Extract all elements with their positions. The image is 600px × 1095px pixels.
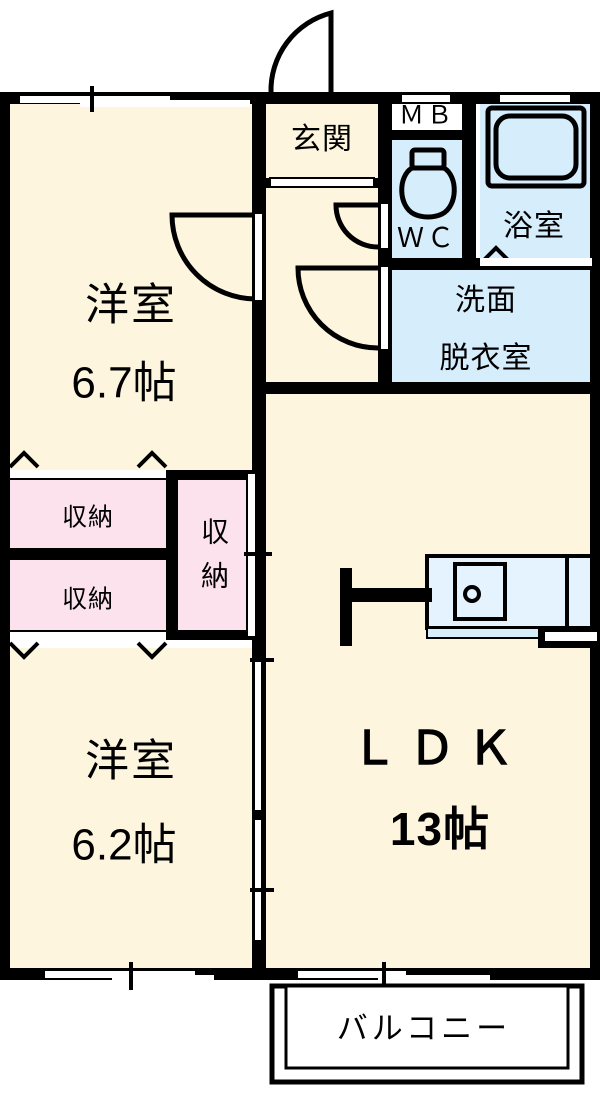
- windows: [20, 86, 570, 992]
- closet-upper-name: 収納: [62, 504, 114, 532]
- closet-vertical-fill: [178, 478, 252, 632]
- door-jambs: [253, 177, 390, 351]
- wall-mb-bottom: [378, 130, 468, 140]
- closet-vertical-slider-a: [248, 474, 255, 554]
- closet-bottom-strip: [10, 632, 166, 640]
- kitchen-unit: [340, 554, 597, 648]
- entrance-fill: [268, 98, 380, 178]
- window-bedroom-bottom-b: [112, 975, 214, 982]
- closet-vertical-char1: 収: [201, 516, 231, 547]
- wall-closet-divider: [166, 470, 178, 640]
- entrance-name: 玄関: [291, 123, 353, 156]
- washroom-name-line1: 洗面: [455, 284, 517, 317]
- window-bedroom-top-b: [80, 100, 250, 107]
- wall-wc-bottom: [378, 258, 476, 270]
- balcony-inner: [284, 984, 570, 1070]
- ldk-name: ＬＤＫ: [351, 722, 525, 774]
- bedroom-top-fill: [8, 92, 260, 476]
- balcony-structure: [269, 983, 585, 1085]
- balcony-name: バルコニー: [337, 1011, 511, 1046]
- wall-wc-bath: [462, 104, 476, 262]
- closet-upper-fill: [10, 478, 168, 550]
- window-ldk-a: [298, 971, 406, 978]
- meter-box-fill: [392, 98, 464, 136]
- entrance-door-swing: [268, 9, 334, 94]
- kitchen-partition-arm: [340, 588, 432, 602]
- ldk-fill: [262, 392, 592, 980]
- kitchen-door-leaf: [545, 632, 597, 641]
- bathtub-inner: [493, 113, 579, 181]
- kitchen-sink-drain: [463, 585, 481, 603]
- sliding-door-ticks: [244, 552, 274, 892]
- closet-arrow-tl: [8, 450, 40, 469]
- bedroom-bottom-name: 洋室: [85, 737, 177, 786]
- toilet-icon: [399, 147, 457, 220]
- wall-right-outer: [590, 92, 600, 980]
- window-bedroom-bottom-a: [45, 971, 195, 978]
- entrance-inner-door: [269, 177, 375, 188]
- bathroom-name: 浴室: [503, 210, 565, 243]
- kitchen-partition-post: [340, 568, 352, 646]
- closet-arrow-tr: [136, 450, 168, 469]
- meter-box-name: ＭＢ: [399, 102, 455, 130]
- window-bathroom: [500, 95, 570, 102]
- bedroom-bottom-slider-b: [255, 820, 261, 940]
- wall-hall-bottom: [260, 382, 386, 394]
- wall-closet-mid: [4, 548, 172, 560]
- toilet-name: ＷＣ: [397, 223, 457, 253]
- window-ldk-b: [378, 975, 490, 982]
- bedroom-top-door-jamb: [253, 212, 264, 302]
- bedroom-top-area: 6.7帖: [71, 359, 176, 408]
- washroom-name-line2: 脱衣室: [440, 342, 533, 375]
- bedroom-top-name: 洋室: [85, 281, 177, 330]
- bathroom-door-arrow: [480, 245, 512, 264]
- door-swings: [169, 9, 379, 351]
- toilet-door-jamb: [379, 202, 390, 250]
- toilet-door-swing: [333, 202, 379, 250]
- toilet-bowl: [399, 165, 457, 220]
- closet-vertical-slider-b: [248, 556, 255, 636]
- bathroom-door-mark: [480, 245, 512, 264]
- closet-lower-name: 収納: [62, 586, 114, 614]
- closet-lower-fill: [10, 560, 168, 632]
- room-fills: [8, 92, 592, 980]
- window-mb: [402, 95, 450, 102]
- window-bedroom-top-a: [20, 96, 170, 103]
- closet-arrow-bl: [8, 641, 40, 660]
- wall-washroom-bottom: [378, 382, 592, 394]
- sliding-doors: [244, 474, 274, 940]
- washroom-door-swing: [295, 265, 379, 351]
- ldk-area: 13帖: [390, 803, 490, 855]
- closet-open-marks: [8, 450, 168, 660]
- closet-top-strip: [10, 470, 166, 478]
- closet-arrow-br: [136, 641, 168, 660]
- washroom-fill: [392, 270, 592, 392]
- closet-door-strips: [10, 470, 166, 640]
- bedroom-bottom-fill: [8, 648, 260, 980]
- bedroom-bottom-area: 6.2帖: [71, 821, 176, 870]
- bathtub-icon: [485, 105, 587, 189]
- wall-left-outer: [0, 92, 10, 980]
- bathroom-door-strip: [480, 258, 592, 266]
- closet-vertical-char2: 納: [201, 560, 231, 591]
- bedroom-top-door-swing: [169, 212, 257, 302]
- bedroom-bottom-slider-a: [255, 660, 261, 810]
- text-labels: 洋室 6.7帖 洋室 6.2帖 ＬＤＫ 13帖 玄関 ＭＢ ＷＣ 浴室 洗面 脱…: [62, 102, 565, 1047]
- washroom-door-jamb: [379, 265, 390, 351]
